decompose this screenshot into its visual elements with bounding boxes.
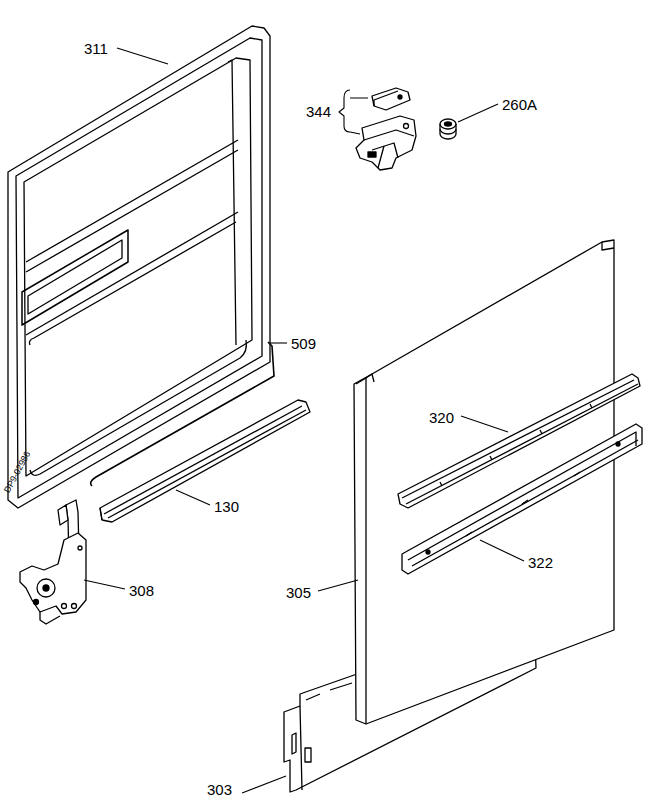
inner-door-panel <box>8 26 270 508</box>
door-lock <box>356 88 416 170</box>
callout-number: 260A <box>501 96 538 113</box>
seal-strip <box>100 400 310 522</box>
lower-rail <box>402 424 642 574</box>
callout-number: 308 <box>128 582 155 599</box>
drawing-number: DP9-02986 <box>2 449 33 496</box>
callout-number: 320 <box>428 409 455 426</box>
hinge <box>20 500 86 624</box>
upper-rail <box>398 374 640 508</box>
callout-number: 303 <box>206 781 233 798</box>
callout-number: 344 <box>305 103 332 120</box>
callout-number: 311 <box>83 40 109 57</box>
leader-lines <box>84 48 524 793</box>
callout-number: 305 <box>285 584 312 601</box>
callout-number: 509 <box>290 335 317 352</box>
callout-number: 130 <box>213 498 240 515</box>
bush <box>440 119 456 139</box>
outer-door-panel <box>354 240 614 724</box>
callout-number: 322 <box>527 554 554 571</box>
